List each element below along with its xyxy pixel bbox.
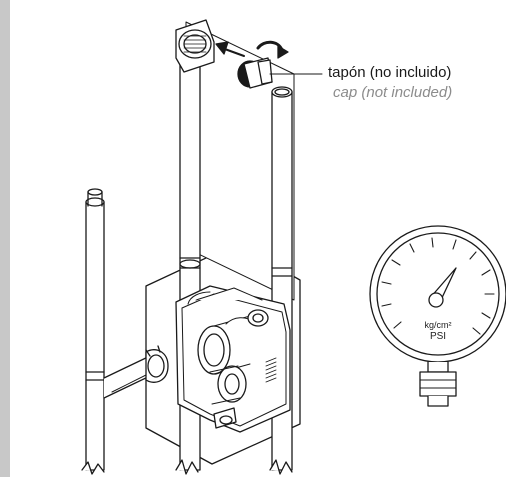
gauge-psi-label: PSI [429, 331, 447, 342]
rotate-arrow [256, 40, 289, 59]
cap-label-spanish: tapón (no incluido) [328, 64, 452, 81]
left-pipe [81, 188, 105, 475]
gauge-unit-label: kg/cm² [424, 320, 452, 330]
pressure-gauge [369, 225, 506, 407]
valve-port [247, 309, 269, 327]
horizontal-pipe [103, 345, 169, 399]
cap-label-english: cap (not included) [333, 84, 453, 101]
valve-cartridge [197, 315, 255, 405]
left-sidebar [0, 0, 10, 477]
cap [237, 57, 273, 89]
bottom-outlet [213, 407, 237, 429]
gauge-ticks [381, 237, 495, 335]
valve-ribs [265, 357, 277, 383]
top-fitting [175, 19, 215, 73]
insert-arrow [215, 41, 245, 57]
